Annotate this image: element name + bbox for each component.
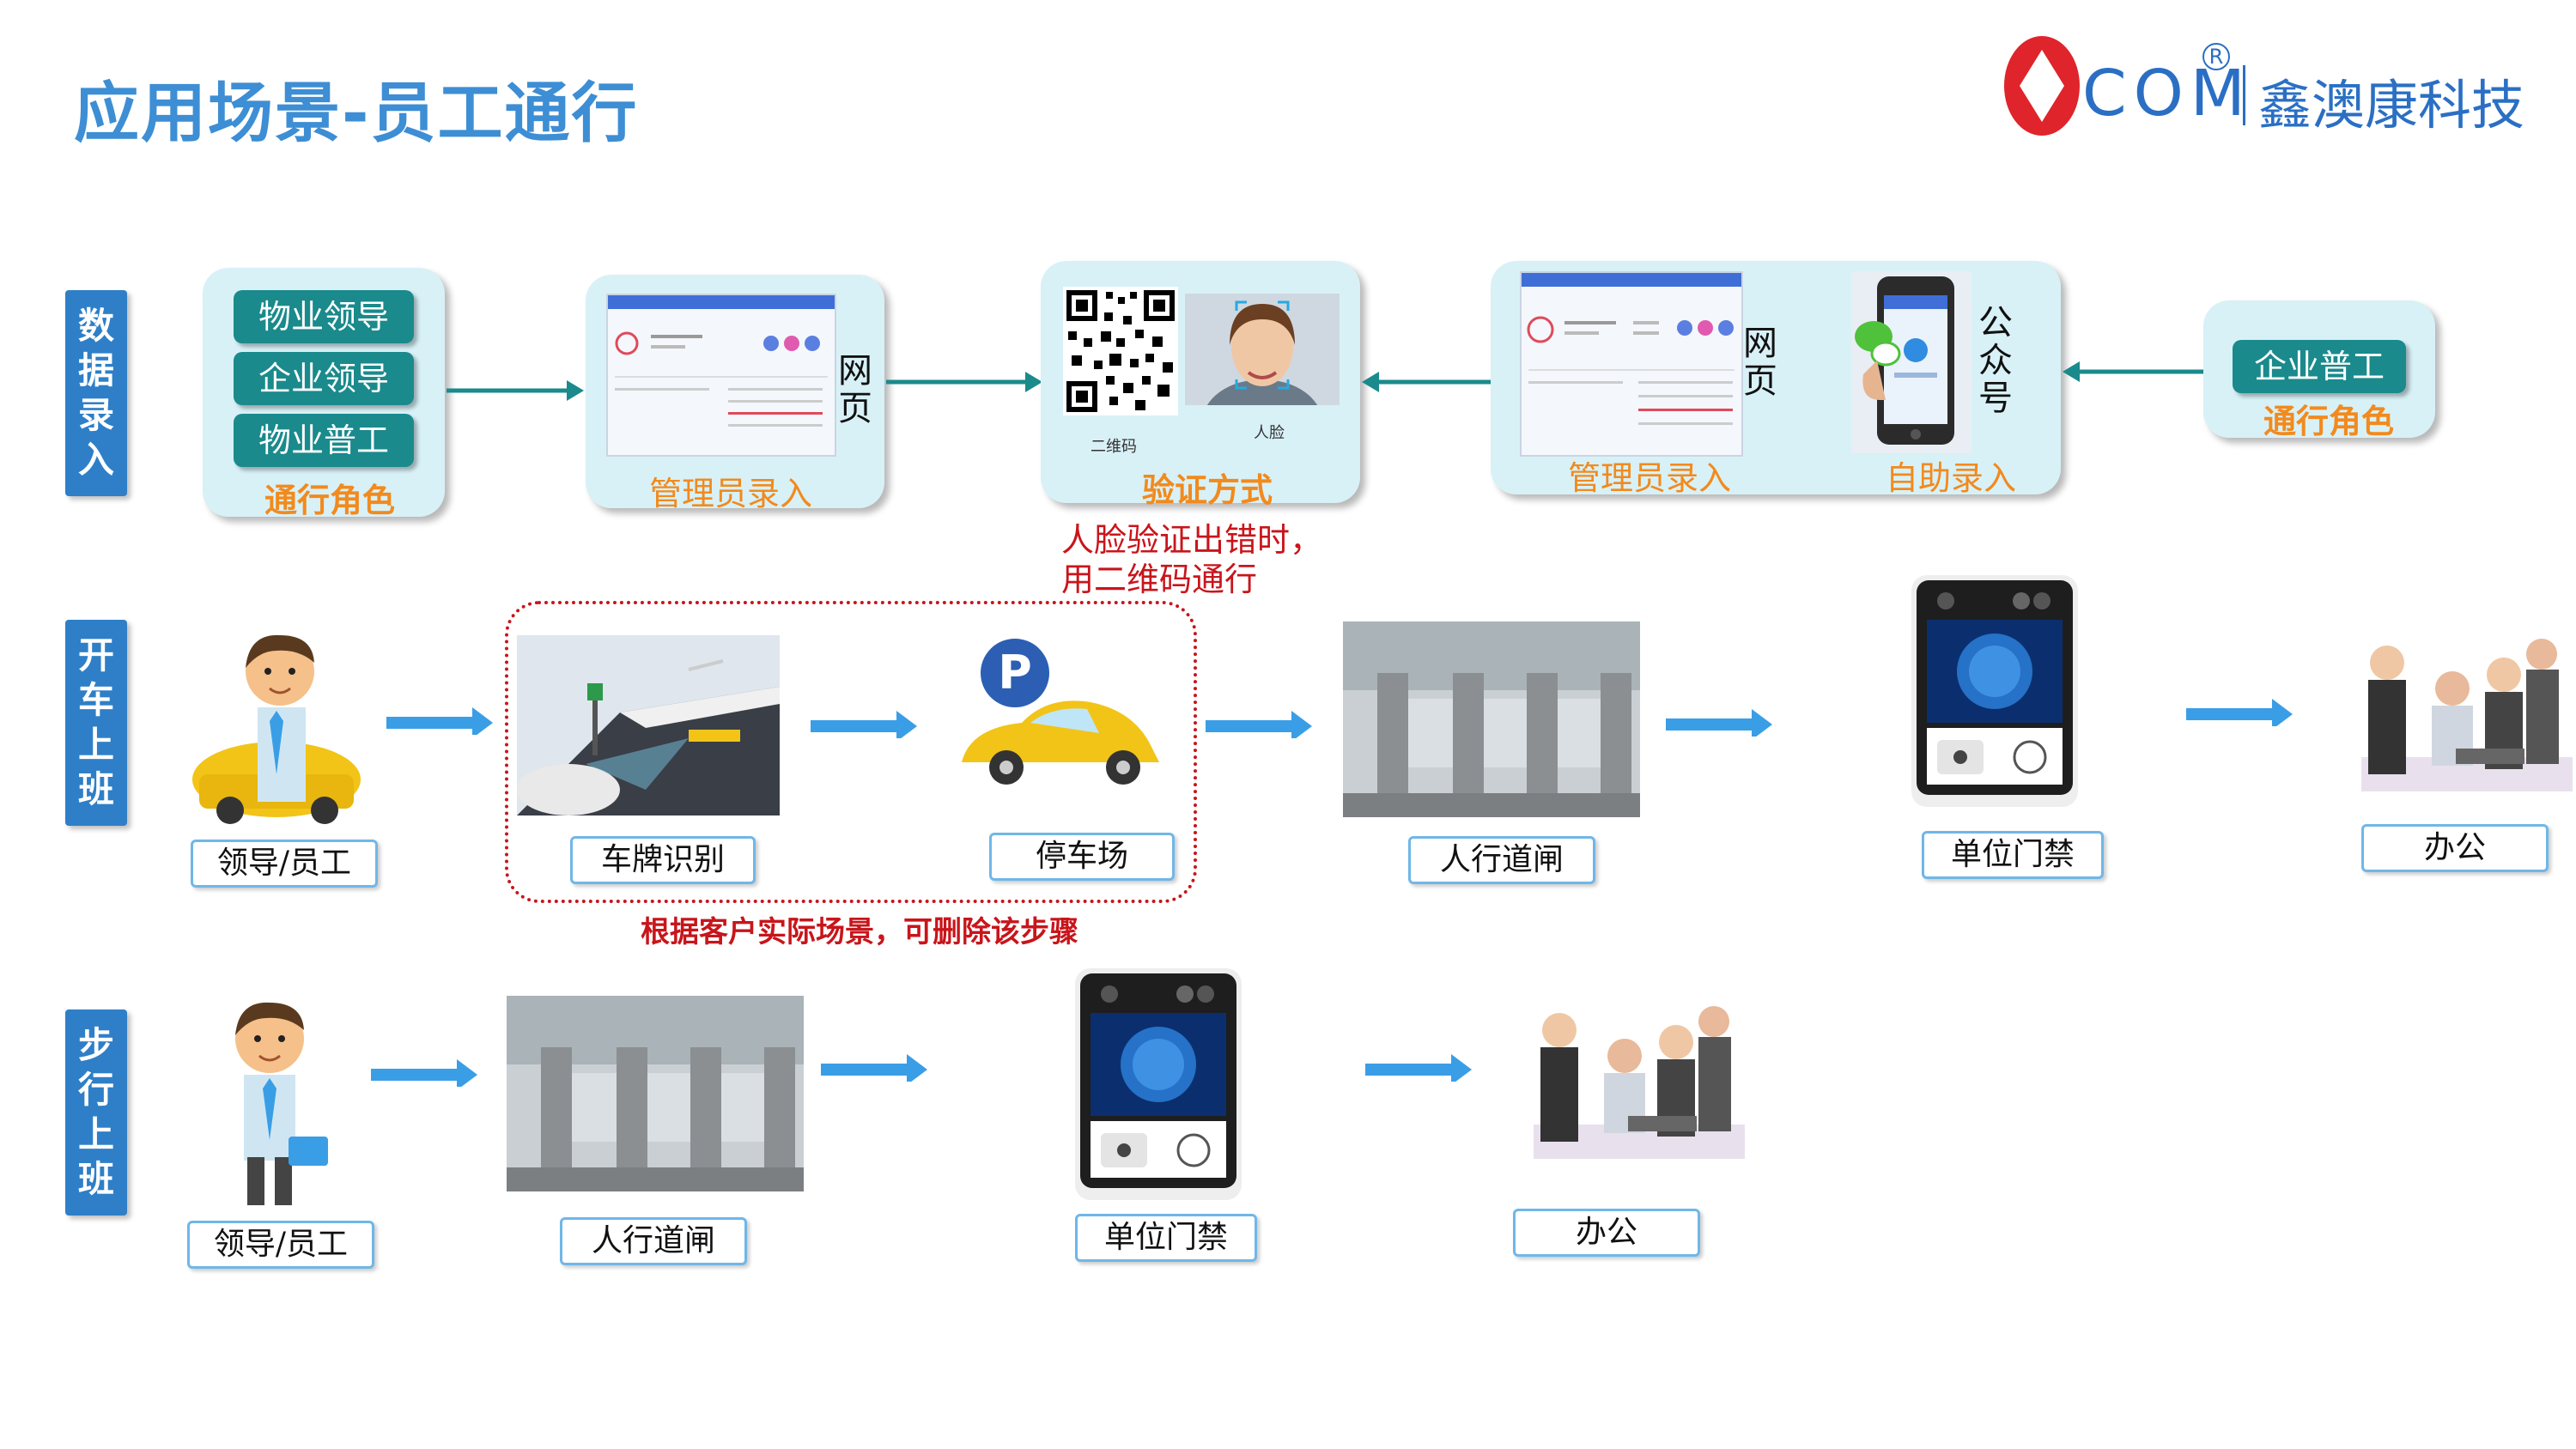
parking-symbol: P <box>998 646 1032 700</box>
row-label-data-entry: 数据录入 <box>65 290 127 496</box>
step-caption: 单位门禁 <box>1075 1214 1257 1262</box>
arrow-right-icon <box>371 1059 477 1087</box>
row-label-drive: 开车上班 <box>65 620 127 826</box>
step-caption: 人行道闸 <box>560 1217 747 1265</box>
arrow-right-icon <box>821 1054 927 1082</box>
logo-divider <box>2243 65 2245 125</box>
step-caption: 停车场 <box>989 833 1175 881</box>
face-scan-icon <box>1185 294 1340 405</box>
roles-caption: 通行角色 <box>2263 403 2395 440</box>
page-title: 应用场景-员工通行 <box>74 75 639 151</box>
wechat-phone-icon <box>1851 271 1971 453</box>
turnstile-gate-image <box>507 996 804 1191</box>
face-error-note-line: 用二维码通行 <box>1061 561 1258 598</box>
worker-role-box: 企业普工 通行角色 <box>2203 300 2435 440</box>
dashboard-thumbnail-icon <box>615 331 828 427</box>
admin-web-screenshot <box>606 294 836 457</box>
logo-brand: COM <box>2082 57 2252 130</box>
company-logo: COM R 鑫澳康科技 <box>2001 24 2524 144</box>
role-pill: 物业领导 <box>234 290 414 343</box>
office-meeting-icon <box>2361 639 2573 791</box>
verify-method-box: 二维码 人脸 验证方式 <box>1041 261 1360 509</box>
admin-caption: 管理员录入 <box>1568 459 1732 497</box>
arrow-right-icon <box>1666 709 1772 737</box>
step-caption: 领导/员工 <box>187 1221 374 1269</box>
step-caption: 办公 <box>1513 1209 1700 1257</box>
optional-steps-region <box>505 601 1197 903</box>
wechat-label: 公众号 <box>1978 303 2013 418</box>
office-meeting-icon <box>1534 1006 1745 1159</box>
arrow-right-icon <box>2186 699 2293 726</box>
arrow-right-icon <box>386 707 493 735</box>
step-caption: 领导/员工 <box>191 840 378 888</box>
row-label-text: 数据录入 <box>77 305 114 481</box>
parking-car-icon: P <box>962 635 1159 785</box>
logo-mark-icon <box>2004 36 2080 136</box>
arrow-right-icon <box>447 380 584 401</box>
web-label: 网页 <box>1743 324 1777 401</box>
plate-recognition-image <box>517 635 780 815</box>
access-terminal-icon <box>1075 968 1242 1200</box>
entry-method-box: 网页 公众号 管理员录入 自助录入 <box>1491 261 2061 497</box>
arrow-right-icon <box>1206 711 1312 738</box>
step-caption: 单位门禁 <box>1922 831 2104 879</box>
arrow-right-icon <box>1365 1054 1472 1082</box>
role-pill: 企业普工 <box>2233 340 2406 393</box>
face-label: 人脸 <box>1254 424 1285 442</box>
logo-company-name: 鑫澳康科技 <box>2258 74 2525 136</box>
row-label-text: 步行上班 <box>77 1024 114 1200</box>
roles-box: 物业领导 企业领导 物业普工 通行角色 <box>203 268 445 519</box>
roles-caption: 通行角色 <box>264 482 396 519</box>
dashboard-thumbnail-icon <box>1527 316 1735 425</box>
arrow-right-icon <box>811 711 917 738</box>
role-pill: 物业普工 <box>234 414 414 467</box>
face-error-note-line: 人脸验证出错时， <box>1061 521 1323 559</box>
arrow-right-icon <box>886 372 1042 392</box>
employee-walking-icon <box>235 1002 328 1205</box>
qr-code-icon <box>1063 287 1178 415</box>
role-pill: 企业领导 <box>234 352 414 405</box>
step-caption: 办公 <box>2361 824 2549 872</box>
arrow-left-icon <box>1362 372 1491 392</box>
web-label: 网页 <box>838 351 872 428</box>
qr-label: 二维码 <box>1091 438 1137 456</box>
admin-caption: 管理员录入 <box>649 475 813 512</box>
turnstile-gate-image <box>1343 621 1640 817</box>
self-entry-caption: 自助录入 <box>1886 459 2017 497</box>
access-terminal-icon <box>1911 575 2078 807</box>
admin-entry-box: 网页 管理员录入 <box>586 275 884 512</box>
verify-caption: 验证方式 <box>1142 471 1273 509</box>
step-caption: 人行道闸 <box>1408 836 1595 884</box>
row-label-walk: 步行上班 <box>65 1009 127 1216</box>
employee-with-car-icon <box>192 634 361 824</box>
arrow-left-icon <box>2063 361 2205 382</box>
logo-registered: R <box>2202 43 2230 70</box>
optional-step-note: 根据客户实际场景，可删除该步骤 <box>641 915 1078 949</box>
admin-web-screenshot <box>1520 271 1743 457</box>
step-caption: 车牌识别 <box>570 836 756 884</box>
row-label-text: 开车上班 <box>77 634 114 810</box>
